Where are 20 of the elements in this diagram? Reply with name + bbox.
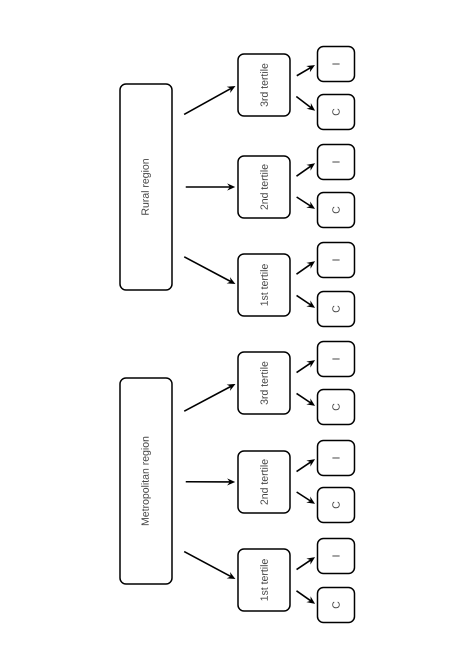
group-box: I xyxy=(316,340,356,378)
region-box: Rural region xyxy=(119,83,173,291)
group-box: I xyxy=(316,144,356,180)
tertile-box: 2nd tertile xyxy=(237,450,291,514)
group-box: I xyxy=(316,242,356,278)
group-box: C xyxy=(316,586,356,624)
group-box: I xyxy=(316,538,356,574)
tertile-box: 3rd tertile xyxy=(237,351,291,415)
tertile-box: 2nd tertile xyxy=(237,155,291,219)
group-box: C xyxy=(316,486,356,524)
group-box: C xyxy=(316,192,356,228)
group-box: C xyxy=(316,94,356,130)
group-box: I xyxy=(316,46,356,82)
tertile-box: 3rd tertile xyxy=(237,53,291,117)
tertile-box: 1st tertile xyxy=(237,253,291,317)
group-box: C xyxy=(316,388,356,426)
tertile-box: 1st tertile xyxy=(237,548,291,612)
region-box: Metropolitan region xyxy=(119,377,173,585)
group-box: C xyxy=(316,290,356,328)
group-box: I xyxy=(316,440,356,476)
